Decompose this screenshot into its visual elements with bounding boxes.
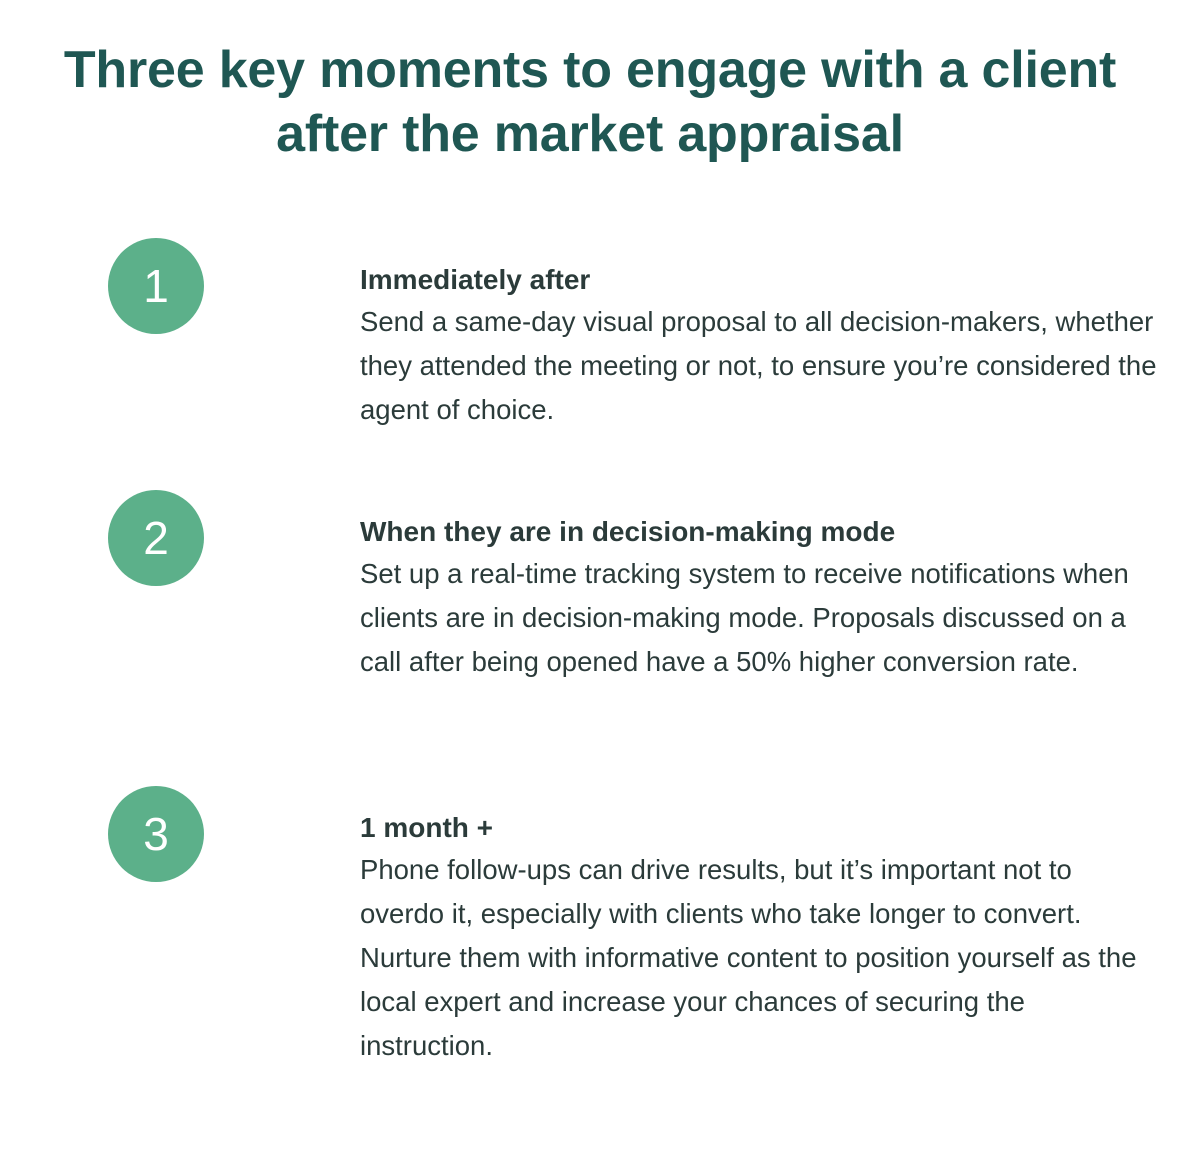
page-title: Three key moments to engage with a clien… [0, 38, 1180, 166]
step-number-badge: 1 [108, 238, 204, 334]
step-number-badge: 2 [108, 490, 204, 586]
step-body: Set up a real-time tracking system to re… [360, 558, 1129, 677]
step-body: Phone follow-ups can drive results, but … [360, 854, 1137, 1061]
step-text: When they are in decision-making mode Se… [360, 512, 1160, 684]
step-body: Send a same-day visual proposal to all d… [360, 306, 1157, 425]
step-text: 1 month + Phone follow-ups can drive res… [360, 808, 1160, 1068]
page-title-line-1: Three key moments to engage with a clien… [63, 41, 1117, 99]
step-text: Immediately after Send a same-day visual… [360, 260, 1160, 432]
step-heading: Immediately after [360, 264, 591, 295]
page-title-line-2: after the market appraisal [276, 105, 904, 163]
step-heading: 1 month + [360, 812, 494, 843]
step-number-badge: 3 [108, 786, 204, 882]
step-heading: When they are in decision-making mode [360, 516, 896, 547]
